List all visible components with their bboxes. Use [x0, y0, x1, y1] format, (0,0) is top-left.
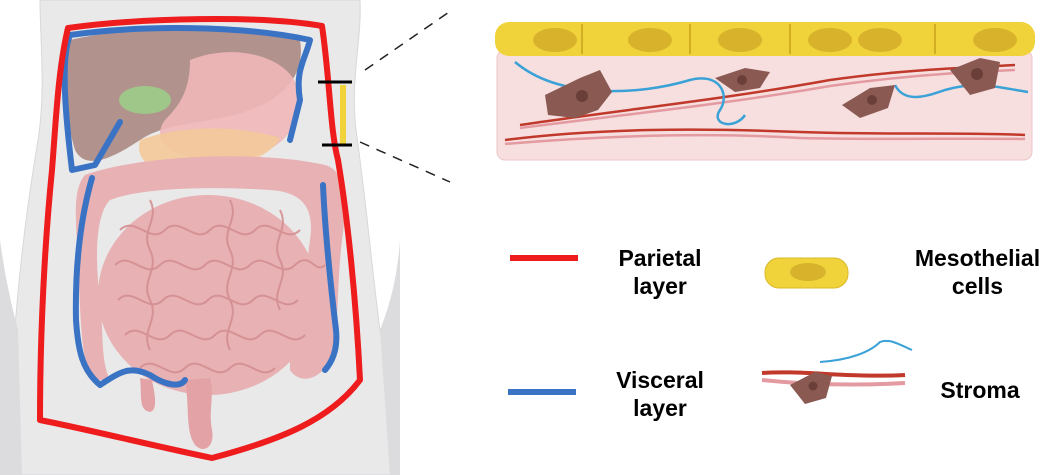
- visceral-layer-label-line2: layer: [590, 394, 730, 422]
- parietal-layer-label: Parietal layer: [590, 244, 730, 300]
- mesothelial-cells-label-line2: cells: [900, 272, 1055, 300]
- visceral-layer-label: Visceral layer: [590, 366, 730, 422]
- tissue-inset: [495, 22, 1035, 160]
- stroma-label: Stroma: [920, 376, 1040, 404]
- mesothelial-cells-label-line1: Mesothelial: [900, 244, 1055, 272]
- mesothelial-cell-icon: [765, 258, 848, 288]
- visceral-layer-label-line1: Visceral: [590, 366, 730, 394]
- stroma-label-line1: Stroma: [920, 376, 1040, 404]
- mesothelial-cells-label: Mesothelial cells: [900, 244, 1055, 300]
- gallbladder: [119, 86, 171, 114]
- stroma-icon: [762, 341, 912, 404]
- mesothelial-row: [495, 22, 1035, 56]
- parietal-layer-label-line1: Parietal: [590, 244, 730, 272]
- zoom-line-bottom: [360, 142, 450, 182]
- torso-illustration: [0, 0, 400, 475]
- zoom-line-top: [365, 10, 452, 70]
- parietal-layer-label-line2: layer: [590, 272, 730, 300]
